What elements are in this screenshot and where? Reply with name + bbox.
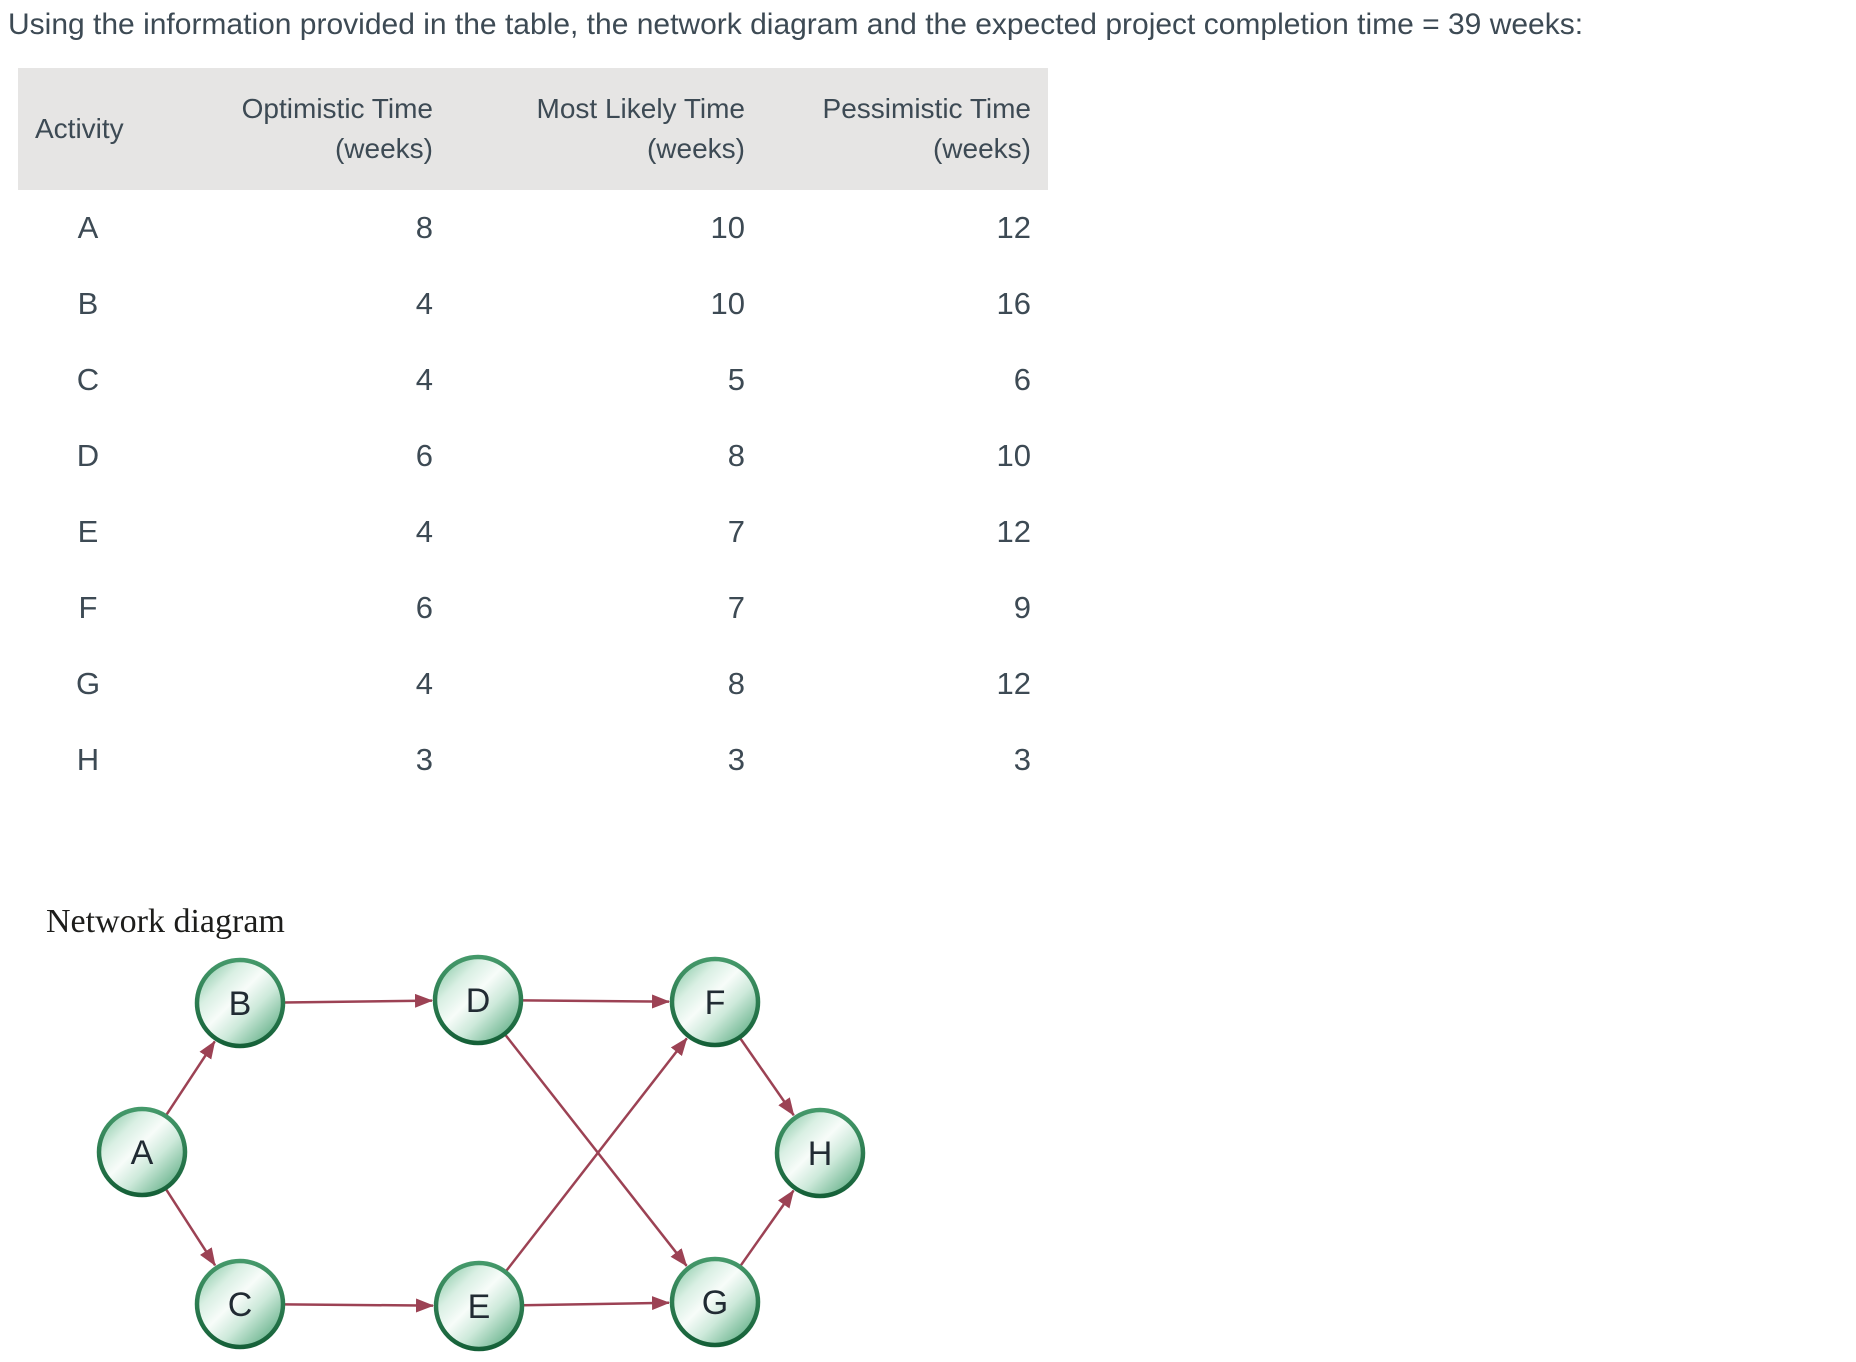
node-label-E: E <box>468 1288 491 1326</box>
table-row-B: B 4 10 16 <box>18 266 1048 342</box>
table-row-G: G 4 8 12 <box>18 646 1048 722</box>
table-row-C: C 4 5 6 <box>18 342 1048 418</box>
cell-pessimistic: 12 <box>996 666 1031 701</box>
table-row-E: E 4 7 12 <box>18 494 1048 570</box>
col-header-most-likely-label: Most Likely Time <box>536 93 746 124</box>
node-circle-G <box>669 1256 761 1348</box>
cell-most-likely: 7 <box>727 514 745 549</box>
node-circle-B <box>194 957 286 1049</box>
cell-optimistic: 4 <box>415 362 433 397</box>
edge-E-G <box>522 1296 671 1311</box>
edge-G-H <box>739 1189 795 1267</box>
cell-pessimistic: 10 <box>996 438 1031 473</box>
node-circle-A <box>96 1106 188 1198</box>
node-F: F <box>669 956 761 1048</box>
table-row-F: F 6 7 9 <box>18 570 1048 646</box>
cell-most-likely: 5 <box>727 362 745 397</box>
col-header-pessimistic-unit: (weeks) <box>932 133 1031 164</box>
cell-most-likely: 3 <box>727 742 745 777</box>
cell-most-likely: 7 <box>727 590 745 625</box>
cell-optimistic: 4 <box>415 286 433 321</box>
col-header-most-likely: Most Likely Time (weeks) <box>433 89 746 169</box>
cell-optimistic: 8 <box>415 210 433 245</box>
edge-A-B <box>165 1040 216 1116</box>
cell-most-likely: 8 <box>727 666 745 701</box>
node-label-C: C <box>228 1286 253 1324</box>
node-circle-H <box>774 1107 866 1199</box>
node-circle-E <box>433 1260 525 1352</box>
node-label-B: B <box>229 985 252 1023</box>
cell-activity: B <box>77 286 99 321</box>
question-text: Using the information provided in the ta… <box>8 8 1584 41</box>
cell-pessimistic: 16 <box>996 286 1031 321</box>
activity-table: Activity Optimistic Time (weeks) Most Li… <box>18 68 1048 798</box>
col-header-optimistic-label: Optimistic Time <box>241 93 433 124</box>
node-E: E <box>433 1260 525 1352</box>
cell-activity: E <box>77 514 99 549</box>
node-label-D: D <box>466 982 491 1020</box>
cell-optimistic: 6 <box>415 590 433 625</box>
cell-activity: D <box>76 438 100 473</box>
edge-F-H <box>739 1037 795 1117</box>
node-circle-F <box>669 956 761 1048</box>
network-diagram-caption: Network diagram <box>46 903 285 940</box>
node-G: G <box>669 1256 761 1348</box>
table-header-row: Activity Optimistic Time (weeks) Most Li… <box>18 68 1048 190</box>
cell-activity: G <box>75 666 101 701</box>
node-circle-D <box>432 954 524 1046</box>
cell-pessimistic: 12 <box>996 210 1031 245</box>
node-A: A <box>96 1106 188 1198</box>
cell-pessimistic: 3 <box>1013 742 1031 777</box>
cell-pessimistic: 9 <box>1013 590 1031 625</box>
node-B: B <box>194 957 286 1049</box>
cell-most-likely: 10 <box>710 210 745 245</box>
cell-activity: A <box>77 210 99 245</box>
node-C: C <box>194 1258 286 1350</box>
cell-pessimistic: 6 <box>1013 362 1031 397</box>
col-header-activity: Activity <box>35 113 124 144</box>
cell-most-likely: 8 <box>727 438 745 473</box>
node-D: D <box>432 954 524 1046</box>
cell-optimistic: 3 <box>415 742 433 777</box>
node-H: H <box>774 1107 866 1199</box>
cell-optimistic: 4 <box>415 666 433 701</box>
cell-activity: F <box>78 590 98 625</box>
cell-optimistic: 6 <box>415 438 433 473</box>
table-row-H: H 3 3 3 <box>18 722 1048 798</box>
table-row-A: A 8 10 12 <box>18 190 1048 266</box>
edge-D-G <box>504 1033 688 1267</box>
cell-activity: H <box>76 742 100 777</box>
col-header-most-likely-unit: (weeks) <box>646 133 745 164</box>
col-header-pessimistic-label: Pessimistic Time <box>822 93 1031 124</box>
edge-D-F <box>521 994 671 1009</box>
node-circle-C <box>194 1258 286 1350</box>
node-label-G: G <box>702 1284 728 1322</box>
cell-optimistic: 4 <box>415 514 433 549</box>
cell-activity: C <box>76 362 100 397</box>
col-header-pessimistic: Pessimistic Time (weeks) <box>745 89 1048 169</box>
cell-most-likely: 10 <box>710 286 745 321</box>
edges-layer <box>164 993 795 1313</box>
edge-A-C <box>164 1188 217 1267</box>
edge-B-D <box>283 993 434 1008</box>
node-label-F: F <box>705 984 726 1022</box>
node-label-H: H <box>808 1135 833 1173</box>
cell-pessimistic: 12 <box>996 514 1031 549</box>
col-header-optimistic-unit: (weeks) <box>334 133 433 164</box>
edge-E-F <box>504 1037 688 1273</box>
node-label-A: A <box>131 1134 154 1172</box>
col-header-optimistic: Optimistic Time (weeks) <box>158 89 433 169</box>
table-row-D: D 6 8 10 <box>18 418 1048 494</box>
network-diagram: A B C D E F G H <box>96 954 866 1352</box>
nodes-layer: A B C D E F G H <box>96 954 866 1352</box>
edge-C-E <box>283 1298 435 1313</box>
